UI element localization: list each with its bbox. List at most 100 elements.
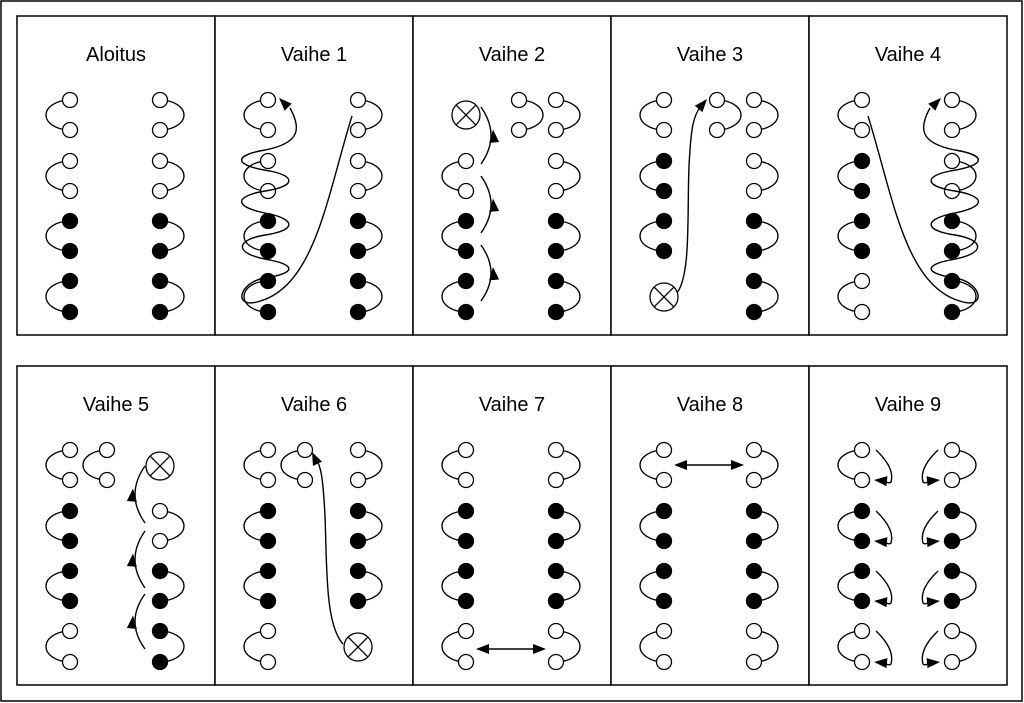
couple: [441, 441, 475, 489]
dancer-open: [457, 653, 475, 671]
dancer-filled: [547, 592, 565, 610]
couple: [151, 562, 185, 610]
dancer-filled: [943, 212, 961, 230]
panel-title: Vaihe 9: [875, 394, 941, 416]
arrowhead-icon: [926, 597, 940, 608]
panel-frame: [412, 15, 612, 336]
dancer-filled: [457, 303, 475, 321]
couple: [639, 212, 673, 260]
couple-link: [441, 280, 467, 313]
couple: [349, 212, 383, 260]
arrowhead-icon: [926, 658, 940, 669]
dancer-open: [745, 622, 763, 640]
couple-link: [753, 449, 779, 481]
couple: [943, 272, 977, 321]
couple-link: [159, 220, 185, 252]
panel-frame: [214, 365, 414, 686]
movement-path: [875, 570, 893, 605]
couple-link: [951, 160, 977, 192]
couple-link: [357, 280, 383, 313]
couple-link: [243, 99, 269, 131]
couple-link: [639, 160, 665, 192]
panel-1: Aloitus: [16, 15, 216, 336]
couple-link: [837, 280, 863, 313]
panel-title: Vaihe 8: [677, 394, 743, 416]
couple: [349, 502, 383, 550]
couple: [745, 212, 779, 260]
dancer-open: [547, 441, 565, 459]
couple: [547, 441, 581, 489]
dancer-filled: [745, 272, 763, 290]
couple: [943, 212, 977, 260]
dancer-open: [61, 441, 79, 459]
dancer-filled: [745, 562, 763, 580]
crossed-dancer-icon: [649, 282, 679, 312]
couple-link: [951, 449, 977, 481]
couple: [510, 91, 544, 139]
arrowhead-icon: [694, 99, 707, 113]
panel-title: Vaihe 4: [875, 44, 941, 66]
couple-link: [159, 99, 185, 131]
dancer-open: [547, 622, 565, 640]
couple-link: [441, 220, 467, 252]
couple: [151, 502, 185, 550]
dancer-filled: [457, 212, 475, 230]
panel-frame: [808, 365, 1008, 686]
dancer-filled: [853, 212, 871, 230]
couple-link: [357, 220, 383, 252]
couple-link: [837, 160, 863, 192]
dancer-filled: [655, 182, 673, 200]
dancer-filled: [457, 272, 475, 290]
dancer-open: [745, 121, 763, 139]
dancer-filled: [547, 303, 565, 321]
dancer-filled: [853, 152, 871, 170]
couple-link: [753, 280, 779, 313]
dancer-open: [98, 441, 116, 459]
panel-title: Vaihe 3: [677, 44, 743, 66]
couple: [547, 562, 581, 610]
dancer-open: [259, 622, 277, 640]
dancer-filled: [349, 502, 367, 520]
dancer-open: [259, 91, 277, 109]
couple: [943, 152, 977, 200]
couple: [45, 502, 79, 550]
couple-link: [45, 570, 71, 602]
couple: [151, 91, 185, 139]
arrowhead-icon: [279, 98, 292, 111]
dancer-open: [259, 121, 277, 139]
couple-link: [357, 570, 383, 602]
couple-link: [243, 510, 269, 542]
couple-link: [357, 510, 383, 542]
couple: [441, 212, 475, 260]
dancer-filled: [547, 562, 565, 580]
dancer-filled: [457, 502, 475, 520]
dancer-filled: [349, 272, 367, 290]
panel-frame: [808, 15, 1008, 336]
arrowhead-icon: [874, 537, 888, 548]
dancer-open: [457, 471, 475, 489]
couple: [280, 441, 314, 489]
couple-link: [45, 280, 71, 313]
dancer-open: [151, 91, 169, 109]
couple-link: [753, 510, 779, 542]
panel-title: Vaihe 7: [479, 394, 545, 416]
dancer-filled: [151, 622, 169, 640]
dancer-filled: [151, 562, 169, 580]
couple: [82, 441, 116, 489]
couple: [243, 622, 277, 671]
dancer-open: [61, 471, 79, 489]
dancer-open: [943, 152, 961, 170]
couple: [837, 212, 871, 260]
dancer-open: [745, 471, 763, 489]
dancer-filled: [151, 272, 169, 290]
couple-link: [951, 630, 977, 663]
dancer-open: [510, 91, 528, 109]
dancer-filled: [259, 303, 277, 321]
dancer-open: [296, 471, 314, 489]
arrowhead-icon: [489, 129, 500, 143]
arrowhead-icon: [533, 644, 546, 654]
dancer-open: [349, 471, 367, 489]
dancer-filled: [745, 502, 763, 520]
dancer-open: [349, 441, 367, 459]
couple-link: [555, 220, 581, 252]
